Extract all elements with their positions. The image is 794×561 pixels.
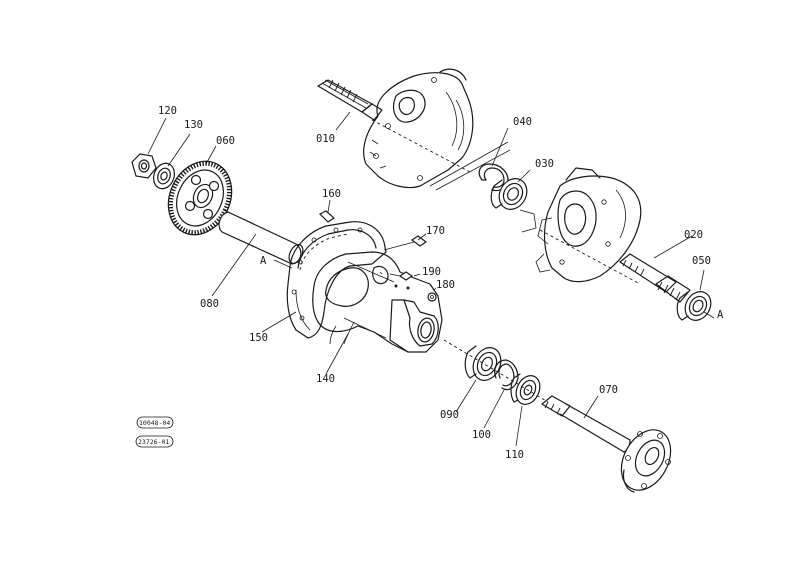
bearing-050 — [676, 291, 712, 321]
gear-060 — [167, 160, 233, 236]
part-label-130: 130 — [184, 119, 203, 131]
part-label-100: 100 — [472, 429, 491, 441]
reference-text-2: 23726-01 — [138, 438, 169, 446]
part-label-080: 080 — [200, 298, 219, 310]
nut-120 — [131, 153, 157, 179]
part-label-010: 010 — [316, 133, 335, 145]
bearing-030 — [490, 178, 528, 210]
part-label-090: 090 — [440, 409, 459, 421]
part-label-140: 140 — [316, 373, 335, 385]
part-label-110: 110 — [505, 449, 524, 461]
bolt-190 — [389, 271, 414, 281]
leader-lines — [147, 111, 715, 447]
housing-cover-150 — [286, 221, 387, 339]
part-label-160: 160 — [322, 188, 341, 200]
bearing-130 — [153, 162, 175, 190]
reference-text-1: 10048-04 — [139, 419, 170, 427]
reference-badge-2: 23726-01 — [135, 435, 174, 448]
part-label-120: 120 — [158, 105, 177, 117]
bearing-090 — [464, 345, 502, 381]
part-label-170: 170 — [426, 225, 445, 237]
part-label-030: 030 — [535, 158, 554, 170]
part-label-060: 060 — [216, 135, 235, 147]
axle-centerline — [443, 339, 549, 403]
view-marker-a-right: A — [717, 309, 724, 321]
output-shaft-020 — [619, 253, 691, 303]
view-marker-a-left: A — [260, 255, 267, 267]
part-label-040: 040 — [513, 116, 532, 128]
axle-shaft-070 — [541, 395, 672, 493]
part-label-020: 020 — [684, 229, 703, 241]
part-label-180: 180 — [436, 279, 455, 291]
part-label-190: 190 — [422, 266, 441, 278]
part-label-050: 050 — [692, 255, 711, 267]
bolt-170 — [383, 235, 428, 251]
input-shaft-010 — [317, 79, 383, 121]
main-housing-140 — [312, 251, 443, 353]
upper-housing-half — [363, 68, 511, 191]
reference-badge-1: 10048-04 — [136, 416, 174, 429]
pin-160 — [318, 210, 335, 223]
part-label-070: 070 — [599, 384, 618, 396]
plug-180 — [427, 292, 437, 302]
right-housing-half — [519, 167, 642, 285]
part-label-150: 150 — [249, 332, 268, 344]
